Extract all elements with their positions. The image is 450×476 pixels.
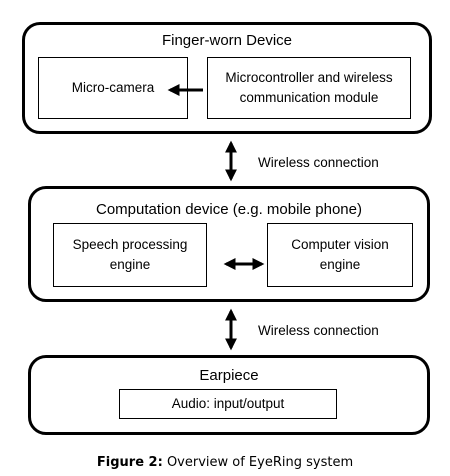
computer-vision-label: Computer vision engine: [291, 237, 389, 272]
earpiece-title: Earpiece: [199, 367, 259, 384]
microcontroller-box: Microcontroller and wireless communicati…: [207, 57, 411, 119]
microcontroller-label: Microcontroller and wireless communicati…: [225, 70, 393, 105]
wireless-connection-bottom-label: Wireless connection: [258, 323, 379, 338]
audio-io-label: Audio: input/output: [171, 396, 285, 412]
computation-device-title: Computation device (e.g. mobile phone): [96, 201, 362, 218]
figure-caption-text: Overview of EyeRing system: [166, 455, 354, 470]
speech-processing-box: Speech processing engine: [53, 223, 207, 287]
micro-camera-box: Micro-camera: [38, 57, 188, 119]
finger-worn-device-box: Finger-worn Device Micro-camera Microcon…: [22, 22, 432, 134]
computation-device-box: Computation device (e.g. mobile phone) S…: [28, 186, 430, 302]
micro-camera-label: Micro-camera: [71, 80, 155, 96]
figure-caption-label: Figure 2:: [96, 455, 163, 470]
earpiece-box: Earpiece Audio: input/output: [28, 355, 430, 435]
finger-worn-device-title: Finger-worn Device: [161, 32, 293, 49]
computer-vision-box: Computer vision engine: [267, 223, 413, 287]
audio-io-box: Audio: input/output: [119, 389, 337, 419]
figure-caption: Figure 2: Overview of EyeRing system: [0, 455, 450, 470]
wireless-connection-top-label: Wireless connection: [258, 155, 379, 170]
speech-processing-label: Speech processing engine: [72, 237, 188, 272]
